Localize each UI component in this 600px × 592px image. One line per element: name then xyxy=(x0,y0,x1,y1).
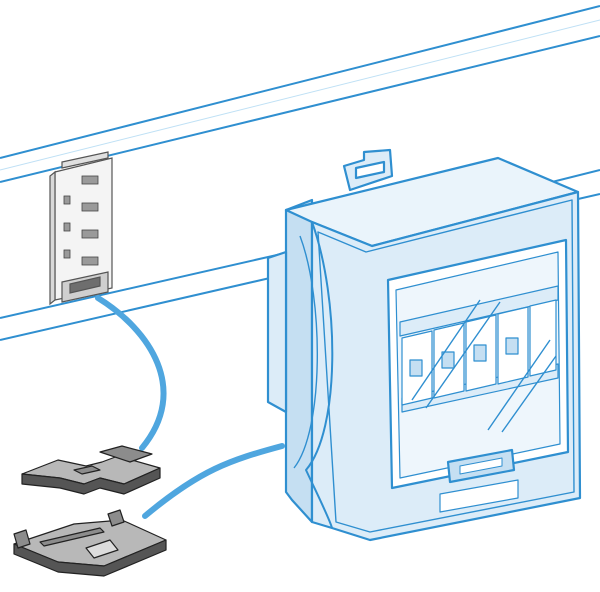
slot-5 xyxy=(63,195,71,205)
enclosure-side xyxy=(284,198,314,524)
breaker-toggle-3 xyxy=(473,344,487,362)
breaker-toggle-2 xyxy=(441,351,455,369)
connector-slots xyxy=(63,175,99,266)
enclosure xyxy=(266,148,582,542)
callout-upper xyxy=(95,295,167,451)
upper-clip-notch xyxy=(73,465,101,475)
rail-top-edge xyxy=(0,5,600,159)
lower-clip-bar xyxy=(39,527,105,547)
callout-leaders xyxy=(95,295,285,519)
glass-reflections xyxy=(411,299,557,433)
slot-1 xyxy=(81,175,99,185)
lower-clip xyxy=(13,509,167,577)
upper-clip-front xyxy=(21,467,161,495)
din-rail-top xyxy=(399,285,559,337)
reflection-2 xyxy=(425,301,501,409)
rail-connector xyxy=(49,151,113,306)
slot-2 xyxy=(81,202,99,212)
breaker-toggle-1 xyxy=(409,359,423,377)
reflection-4 xyxy=(501,355,557,433)
enclosure-bezel xyxy=(317,199,575,533)
rail-highlight xyxy=(0,19,600,171)
slot-6 xyxy=(63,222,71,232)
lower-clip-tab-left xyxy=(13,529,31,549)
slot-3 xyxy=(81,229,99,239)
enclosure-bracket xyxy=(266,250,288,414)
breaker-toggle-4 xyxy=(505,337,519,355)
slot-7 xyxy=(63,249,71,259)
lower-clip-tab-right xyxy=(107,509,125,527)
callout-lower xyxy=(142,443,285,519)
reflection-1 xyxy=(411,299,481,401)
door-latch-grip xyxy=(459,457,503,475)
lower-clip-front xyxy=(13,539,167,577)
reflection-3 xyxy=(487,339,551,431)
slot-4 xyxy=(81,256,99,266)
breaker-5 xyxy=(529,299,557,377)
connector-top-lip xyxy=(61,151,109,169)
enclosure-side-curve-2 xyxy=(293,235,318,469)
upper-clip-ridge xyxy=(99,445,153,463)
connector-foot-hole xyxy=(69,276,101,294)
rail-lower-groove xyxy=(0,277,271,341)
enclosure-hook-slot xyxy=(354,160,386,180)
label-slot xyxy=(439,479,519,513)
inner-devices xyxy=(399,285,559,413)
upper-clip xyxy=(21,445,161,495)
rail-lower-edge xyxy=(0,251,291,319)
enclosure-side-curve xyxy=(305,221,334,529)
connector-side xyxy=(49,170,56,306)
lower-clip-window xyxy=(85,539,119,559)
